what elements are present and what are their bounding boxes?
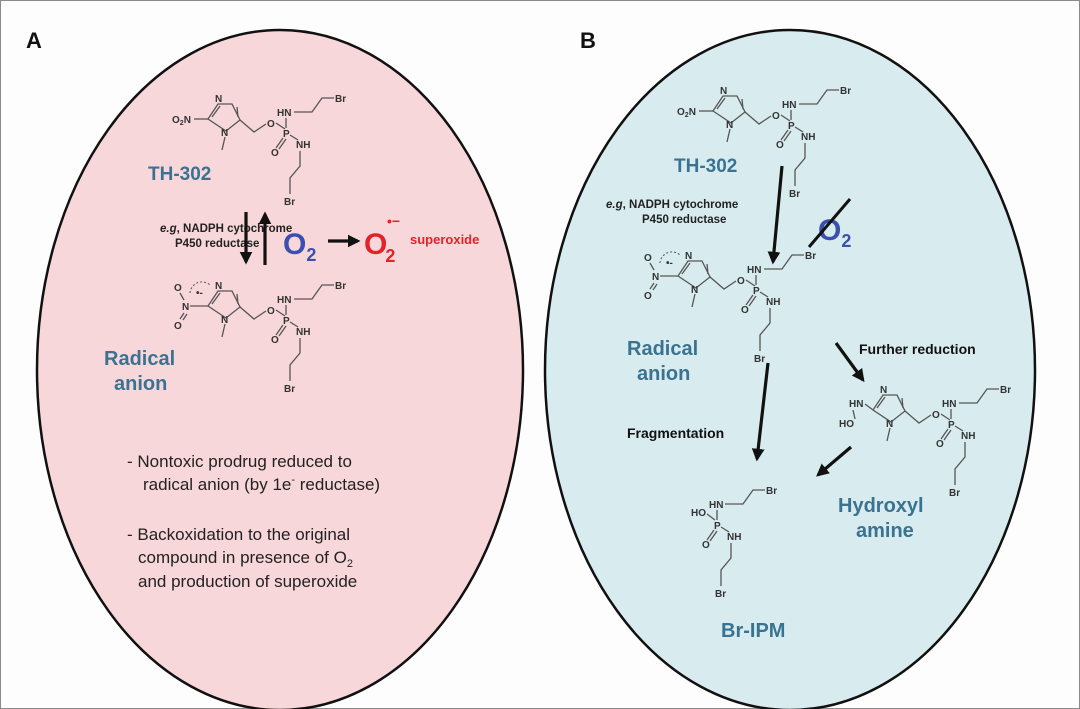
superoxide-charge: •− (387, 213, 400, 229)
th302-label-a: TH-302 (148, 164, 211, 185)
hydroxylamine-label-line2: amine (856, 520, 914, 542)
superoxide-symbol: O2 (364, 228, 395, 266)
panel-a-ellipse (35, 28, 525, 709)
enzyme-label-a: e.g, NADPH cytochrome (160, 223, 292, 235)
radical-anion-label-b: Radical (627, 338, 698, 360)
further-reduction-label: Further reduction (859, 341, 976, 357)
panel-a-label: A (26, 28, 42, 53)
th302-label-b: TH-302 (674, 156, 737, 177)
panel-b-label: B (580, 28, 596, 53)
note-2-line3: and production of superoxide (138, 572, 357, 591)
panel-a: A TH-302 e.g, NADPH cytochrome P450 redu… (26, 28, 525, 709)
radical-anion-label-b-line2: anion (637, 363, 690, 385)
oxygen-strike-line (807, 198, 852, 248)
panel-b-ellipse (543, 28, 1037, 709)
oxygen-label-a: O2 (283, 228, 316, 265)
radical-anion-label-a: Radical (104, 348, 175, 370)
note-2-line1: - Backoxidation to the original (127, 525, 350, 544)
panel-b: B TH-302 e.g, NADPH cytochrome P450 redu… (543, 28, 1037, 709)
hydroxylamine-label: Hydroxyl (838, 495, 924, 517)
fragmentation-arrow (751, 362, 770, 462)
enzyme-label-a-line2: P450 reductase (175, 238, 259, 250)
fragmentation-label: Fragmentation (627, 425, 724, 441)
bripm-label: Br-IPM (721, 620, 785, 642)
note-1-line1: - Nontoxic prodrug reduced to (127, 452, 352, 471)
enzyme-label-b: e.g, NADPH cytochrome (606, 199, 738, 211)
reduction-arrow-b (767, 165, 784, 265)
superoxide-label: superoxide (410, 232, 479, 247)
hydroxylamine-to-bripm-arrow (816, 445, 853, 477)
radical-anion-label-a-line2: anion (114, 373, 167, 395)
further-reduction-arrow (834, 342, 865, 383)
oxygen-absent-label: O2 (818, 214, 851, 251)
enzyme-label-b-line2: P450 reductase (642, 214, 726, 226)
note-2-line2: compound in presence of O2 (138, 548, 353, 570)
note-1-line2: radical anion (by 1e- reductase) (143, 474, 380, 494)
